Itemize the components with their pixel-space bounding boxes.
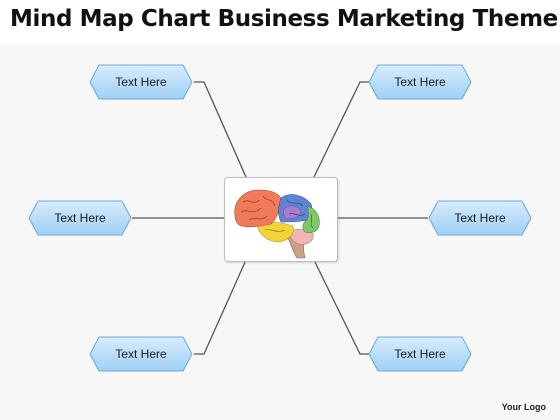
node-label: Text Here — [54, 211, 106, 225]
connector-bottom-left — [194, 259, 247, 355]
node-bottom-left[interactable]: Text Here — [89, 336, 193, 372]
node-label: Text Here — [394, 75, 446, 89]
node-top-right[interactable]: Text Here — [368, 64, 472, 100]
node-label: Text Here — [454, 211, 506, 225]
title-bar: Mind Map Chart Business Marketing Theme — [0, 0, 560, 44]
connector-bottom-right — [313, 259, 370, 355]
node-label: Text Here — [394, 347, 446, 361]
node-top-left[interactable]: Text Here — [89, 64, 193, 100]
brain-icon — [234, 189, 320, 259]
node-label: Text Here — [115, 75, 167, 89]
center-node[interactable] — [224, 177, 338, 262]
page-title: Mind Map Chart Business Marketing Theme — [10, 6, 558, 32]
node-mid-right[interactable]: Text Here — [428, 200, 532, 236]
connector-top-right — [313, 81, 370, 178]
node-bottom-right[interactable]: Text Here — [368, 336, 472, 372]
node-label: Text Here — [115, 347, 167, 361]
connector-top-left — [194, 81, 247, 178]
logo-placeholder: Your Logo — [501, 402, 546, 412]
node-mid-left[interactable]: Text Here — [28, 200, 132, 236]
